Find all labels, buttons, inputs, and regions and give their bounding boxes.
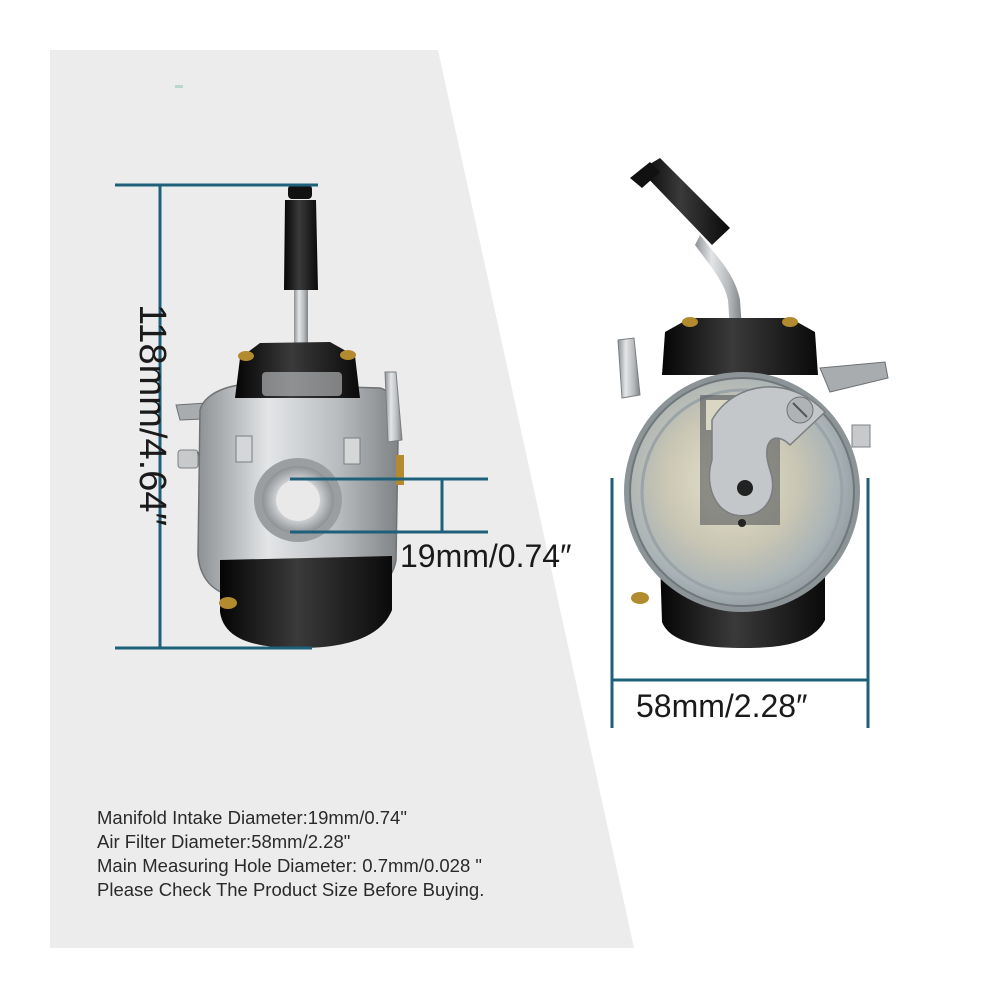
dimension-lines (115, 183, 870, 728)
carburetor-front-view-image (617, 158, 889, 648)
filter-dimension-label: 58mm/2.28″ (636, 688, 808, 724)
spec-manifold-intake: Manifold Intake Diameter:19mm/0.74" (97, 807, 407, 828)
decorative-mark (175, 85, 183, 88)
intake-dimension-label: 19mm/0.74″ (400, 538, 572, 574)
spec-check-notice: Please Check The Product Size Before Buy… (97, 879, 485, 900)
height-dimension-label: 118mm/4.64″ (131, 304, 173, 526)
spec-list: Manifold Intake Diameter:19mm/0.74" Air … (97, 806, 617, 902)
spec-air-filter: Air Filter Diameter:58mm/2.28" (97, 831, 351, 852)
spec-main-jet: Main Measuring Hole Diameter: 0.7mm/0.02… (97, 855, 482, 876)
